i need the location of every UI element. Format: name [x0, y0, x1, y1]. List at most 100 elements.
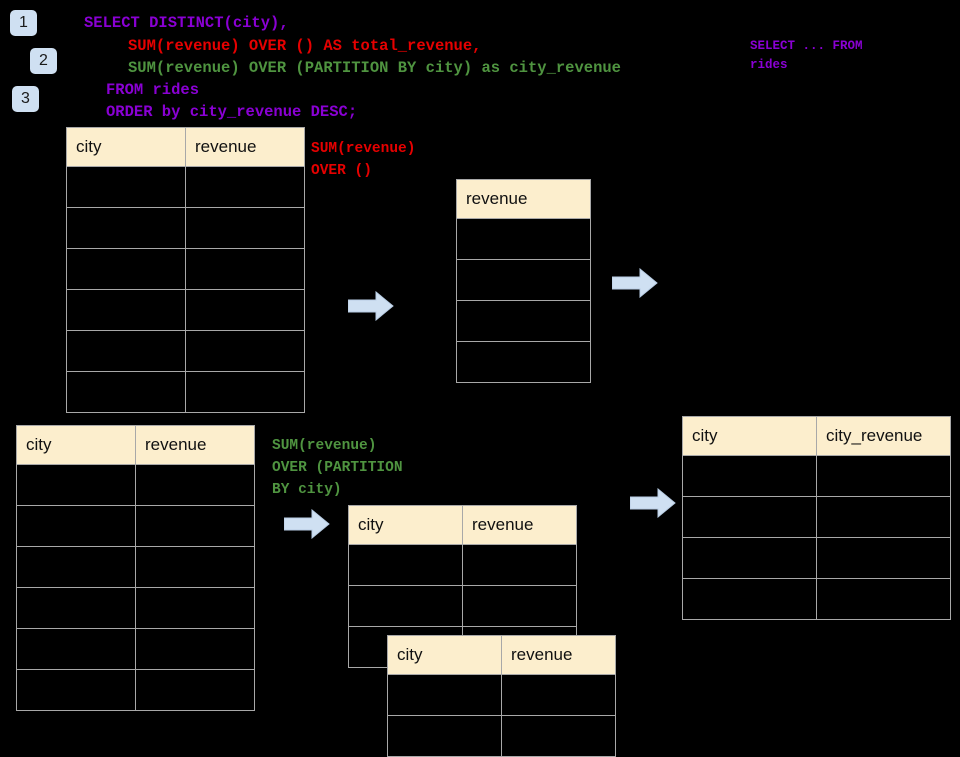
- table-cell-revenue: [135, 669, 255, 711]
- table-cell-revenue: [462, 544, 577, 586]
- column-header-revenue: revenue: [501, 635, 616, 675]
- sql-line-4: FROM rides: [106, 81, 200, 99]
- flow-arrow-icon: [611, 267, 658, 299]
- column-header-city: city: [348, 505, 463, 545]
- table-cell-revenue: [185, 248, 305, 290]
- table-cell-revenue: [135, 546, 255, 588]
- table-cell-revenue: [185, 207, 305, 249]
- flow-arrow-icon: [347, 290, 394, 322]
- table-cell-city: [348, 544, 463, 586]
- step-badge-2[interactable]: 2: [30, 48, 57, 74]
- table-cell-revenue: [185, 289, 305, 331]
- table-row: [682, 578, 951, 620]
- table-row: [456, 300, 591, 342]
- table-row: [66, 248, 305, 290]
- table-cell-city: [66, 248, 186, 290]
- table-row: [16, 587, 255, 629]
- table-row: [66, 289, 305, 331]
- table-cell-city: [16, 669, 136, 711]
- table-cell-city: [387, 715, 502, 757]
- table-row: [66, 371, 305, 413]
- table-cell-city: [66, 330, 186, 372]
- table-cell-revenue: [462, 585, 577, 627]
- table-row: [66, 166, 305, 208]
- annotation-sum-over-empty: SUM(revenue) OVER (): [311, 141, 416, 179]
- table-cell-revenue: [456, 259, 591, 301]
- step-badge-3[interactable]: 3: [12, 86, 39, 112]
- column-header-revenue: revenue: [185, 127, 305, 167]
- column-header-revenue: revenue: [456, 179, 591, 219]
- table-row: [682, 496, 951, 538]
- table-cell-revenue: [135, 628, 255, 670]
- step-badge-1[interactable]: 1: [10, 10, 37, 36]
- table-cell-city: [682, 537, 817, 579]
- table-row: [348, 585, 577, 627]
- table-header-row: revenue: [456, 179, 591, 219]
- sql-side-note: SELECT ... FROM rides: [750, 39, 863, 72]
- table-row: [16, 464, 255, 506]
- table-total-revenue-table: revenue: [456, 179, 591, 383]
- table-row: [682, 455, 951, 497]
- sql-line-2: SUM(revenue) OVER () AS total_revenue,: [128, 37, 482, 55]
- table-row: [348, 544, 577, 586]
- table-cell-city: [16, 464, 136, 506]
- table-cell-city_revenue: [816, 496, 951, 538]
- table-cell-city: [16, 628, 136, 670]
- table-cell-revenue: [135, 587, 255, 629]
- table-cell-city: [387, 674, 502, 716]
- table-row: [16, 546, 255, 588]
- annotation-sum-over-partition: SUM(revenue) OVER (PARTITION BY city): [272, 438, 403, 498]
- flow-arrow-icon: [629, 487, 676, 519]
- column-header-city: city: [682, 416, 817, 456]
- column-header-revenue: revenue: [462, 505, 577, 545]
- column-header-city: city: [66, 127, 186, 167]
- table-row: [456, 259, 591, 301]
- table-cell-city: [348, 585, 463, 627]
- table-cell-revenue: [456, 300, 591, 342]
- table-row: [16, 669, 255, 711]
- column-header-city: city: [387, 635, 502, 675]
- slide-canvas: SELECT DISTINCT(city),SUM(revenue) OVER …: [10, 10, 951, 757]
- table-row: [66, 207, 305, 249]
- table-cell-revenue: [185, 330, 305, 372]
- table-cell-city: [16, 546, 136, 588]
- column-header-revenue: revenue: [135, 425, 255, 465]
- table-cell-city_revenue: [816, 537, 951, 579]
- table-cell-revenue: [135, 464, 255, 506]
- table-cell-revenue: [185, 166, 305, 208]
- table-cell-city: [16, 505, 136, 547]
- column-header-city: city: [16, 425, 136, 465]
- table-row: [456, 218, 591, 260]
- table-row: [387, 674, 616, 716]
- table-cell-city: [66, 166, 186, 208]
- table-cell-revenue: [135, 505, 255, 547]
- flow-arrow-icon: [283, 508, 330, 540]
- table-row: [16, 505, 255, 547]
- table-cell-revenue: [456, 341, 591, 383]
- table-cell-revenue: [185, 371, 305, 413]
- sql-line-5: ORDER by city_revenue DESC;: [106, 103, 358, 121]
- table-cell-city_revenue: [816, 455, 951, 497]
- table-cell-city: [66, 207, 186, 249]
- table-cell-revenue: [456, 218, 591, 260]
- table-cell-city_revenue: [816, 578, 951, 620]
- table-cell-city: [682, 578, 817, 620]
- table-row: [66, 330, 305, 372]
- table-cell-revenue: [501, 674, 616, 716]
- table-cell-city: [682, 455, 817, 497]
- table-row: [387, 715, 616, 757]
- table-row: [16, 628, 255, 670]
- column-header-city_revenue: city_revenue: [816, 416, 951, 456]
- table-cell-city: [682, 496, 817, 538]
- table-cell-revenue: [501, 715, 616, 757]
- table-cell-city: [66, 371, 186, 413]
